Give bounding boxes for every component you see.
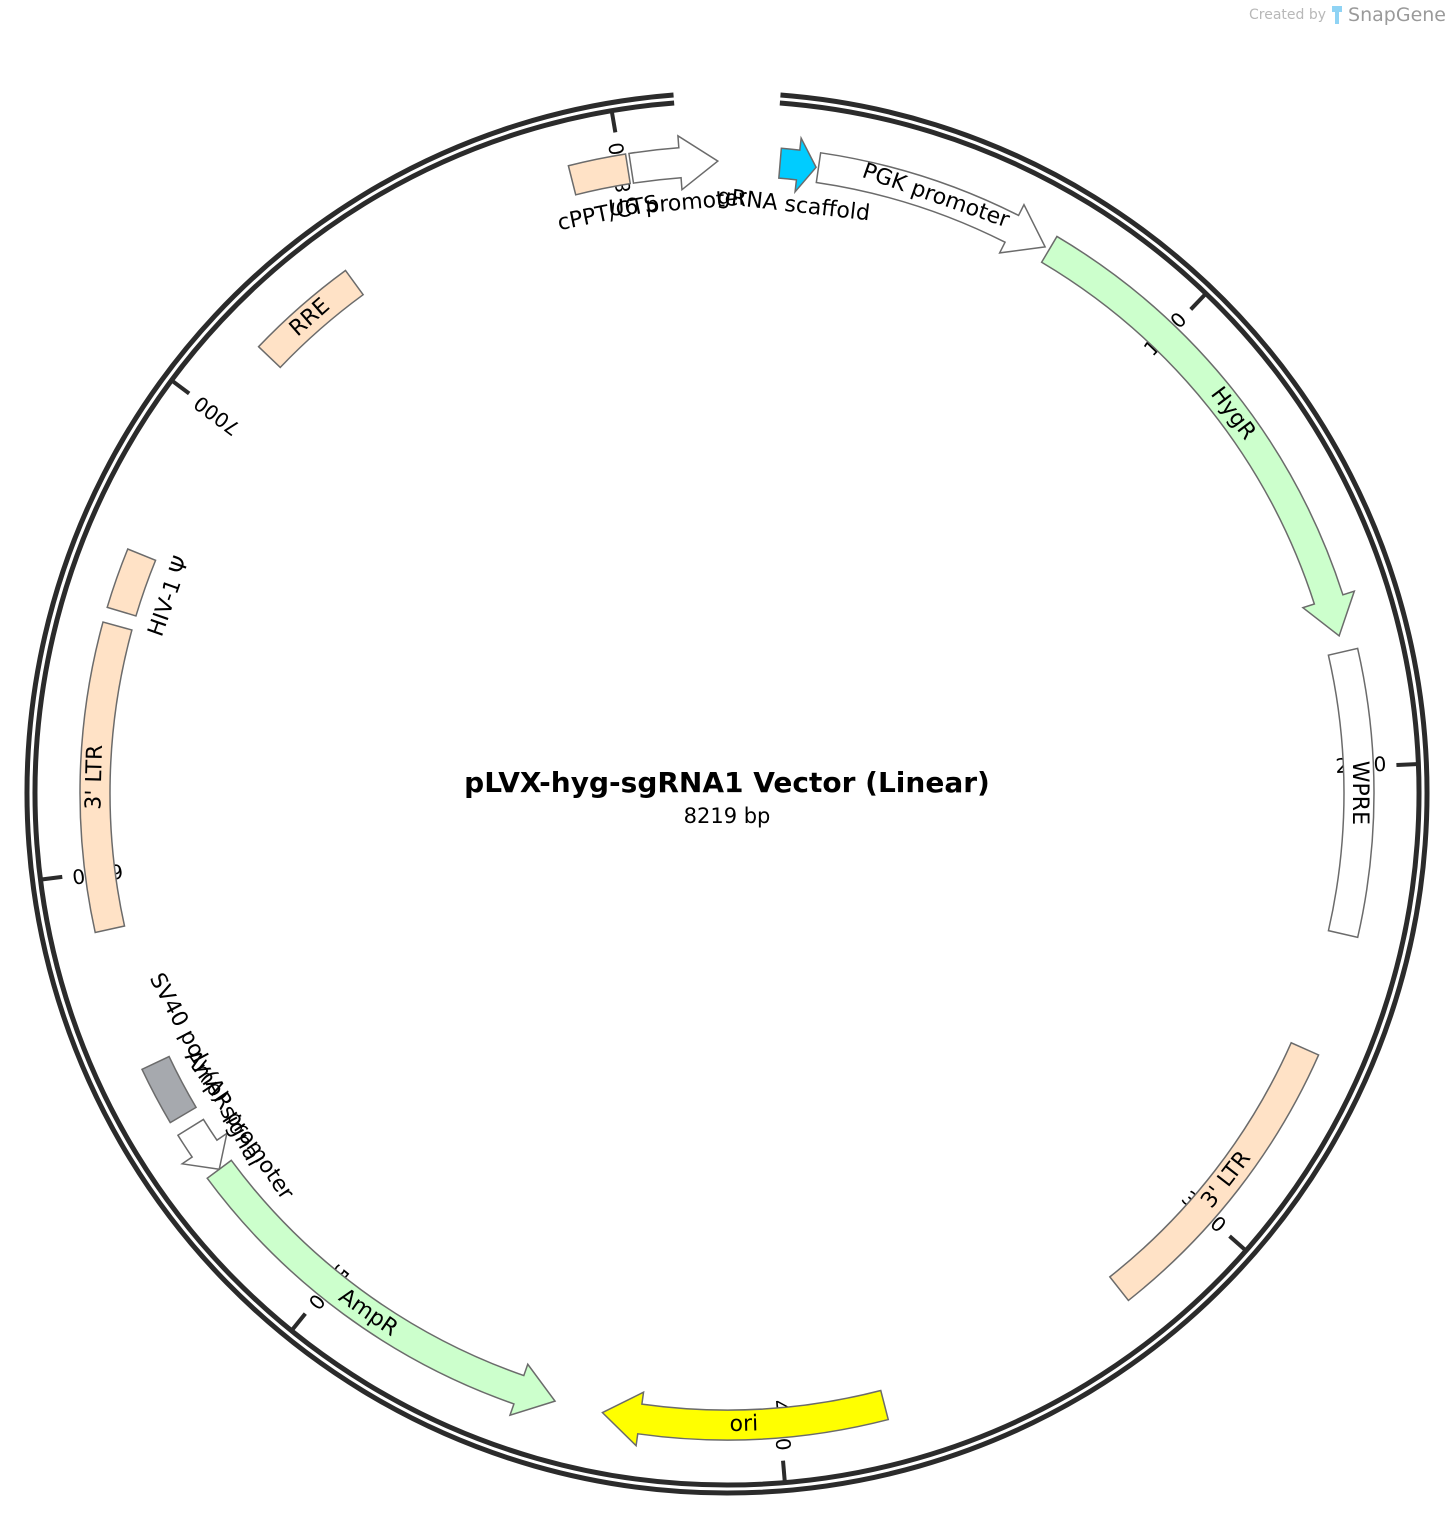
feature-shape[interactable] — [815, 151, 1047, 254]
feature-3-ltr-9[interactable]: 3' LTR — [79, 621, 133, 934]
feature-shape[interactable] — [567, 153, 632, 196]
feature-shape[interactable] — [257, 269, 365, 369]
plasmid-title: pLVX-hyg-sgRNA1 Vector (Linear) — [464, 766, 990, 799]
snapgene-logo-icon — [1332, 6, 1343, 24]
feature-shape[interactable] — [79, 621, 133, 934]
tick-mark — [1228, 1234, 1246, 1251]
feature-ori-5[interactable]: ori — [601, 1389, 890, 1448]
credit-brand: SnapGene — [1348, 4, 1446, 26]
feature-shape[interactable] — [628, 134, 720, 192]
feature-shape[interactable] — [206, 1159, 557, 1417]
feature-shape[interactable] — [176, 1118, 228, 1171]
backbone-outer-strand — [24, 92, 1430, 1496]
plasmid-size: 8219 bp — [683, 804, 771, 828]
tick-mark — [291, 1312, 307, 1331]
credit-prefix: Created by — [1249, 7, 1327, 23]
tick-mark — [1189, 293, 1207, 311]
feature-rre-11[interactable]: RRE — [257, 269, 365, 369]
tick-label: 7000 — [189, 391, 244, 441]
feature-shape[interactable] — [601, 1389, 890, 1448]
feature-shape[interactable] — [778, 135, 817, 195]
feature-label: ori — [729, 1411, 758, 1437]
feature-shape[interactable] — [140, 1055, 198, 1124]
feature-wpre-3[interactable]: WPRE — [1327, 647, 1375, 939]
tick-mark — [171, 379, 191, 396]
backbone — [24, 92, 1430, 1496]
feature-shape[interactable] — [1108, 1041, 1320, 1302]
feature-shape[interactable] — [106, 548, 157, 617]
feature-hygr-2[interactable]: HygR — [1040, 235, 1356, 638]
tick-mark — [781, 1460, 787, 1481]
feature-shape[interactable] — [1040, 235, 1356, 638]
feature-label: 3' LTR — [81, 744, 108, 810]
feature-shape[interactable] — [1327, 647, 1375, 939]
backbone-inner-strand — [32, 100, 1422, 1488]
tick-mark — [1396, 762, 1417, 767]
tick-mark — [610, 112, 618, 133]
feature-3-ltr-4[interactable]: 3' LTR — [1108, 1041, 1320, 1302]
snapgene-credit: Created by SnapGene — [1249, 4, 1446, 26]
feature-label: WPRE — [1347, 761, 1372, 825]
tick-mark — [42, 874, 63, 882]
feature-ampr-6[interactable]: AmpR — [206, 1159, 557, 1417]
